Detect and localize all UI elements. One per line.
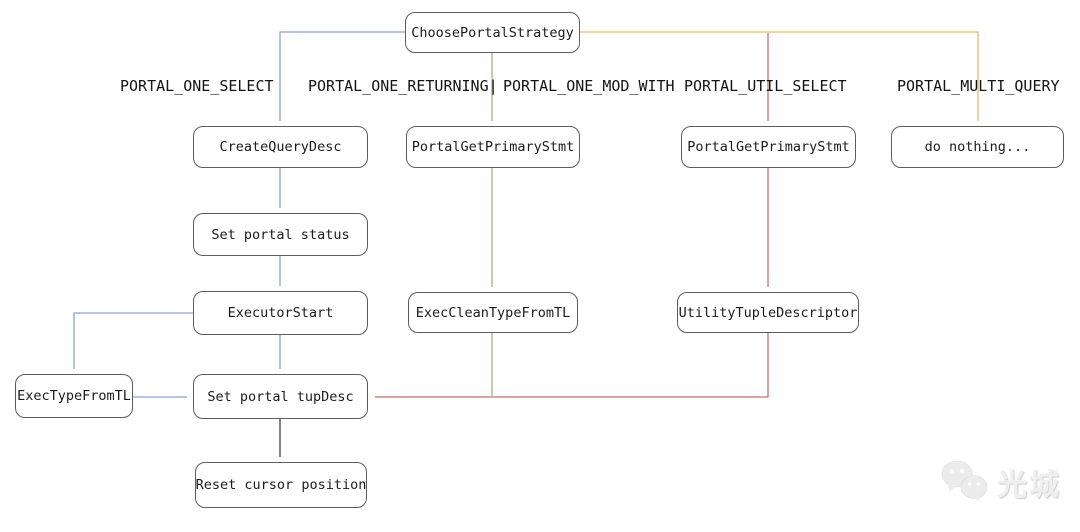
edge-utilitytupledescriptor-to-setportaltupdesc: [375, 333, 769, 398]
node-exec-clean-type-from-tl: ExecCleanTypeFromTL: [408, 292, 578, 333]
branch-label-portal-one-returning: PORTAL_ONE_RETURNING|: [308, 77, 498, 95]
branch-label-portal-util-select: PORTAL_UTIL_SELECT: [684, 77, 847, 95]
node-do-nothing: do nothing...: [891, 126, 1064, 168]
watermark-text: 光城: [997, 468, 1061, 503]
node-portal-get-primary-stmt-util: PortalGetPrimaryStmt: [681, 126, 856, 168]
node-portal-get-primary-stmt-returning: PortalGetPrimaryStmt: [406, 126, 580, 168]
node-exec-type-from-tl: ExecTypeFromTL: [15, 374, 133, 418]
node-set-portal-status: Set portal status: [193, 213, 368, 256]
branch-label-portal-one-select: PORTAL_ONE_SELECT: [120, 77, 274, 95]
branch-label-portal-one-mod-with: PORTAL_ONE_MOD_WITH: [503, 77, 675, 95]
node-choose-portal-strategy: ChoosePortalStrategy: [405, 12, 580, 53]
branch-label-portal-multi-query: PORTAL_MULTI_QUERY: [897, 77, 1060, 95]
edge-choose-to-createquerydesc: [279, 31, 405, 121]
node-executor-start: ExecutorStart: [193, 291, 368, 335]
node-reset-cursor-position: Reset cursor position: [195, 462, 367, 508]
edge-choose-to-donothing: [580, 31, 979, 121]
node-utility-tuple-descriptor: UtilityTupleDescriptor: [677, 292, 859, 333]
node-set-portal-tup-desc: Set portal tupDesc: [193, 374, 368, 419]
watermark: 光城: [941, 459, 1061, 505]
edge-executorstart-to-exectypefromtl: [73, 312, 193, 369]
wechat-icon: [941, 460, 988, 503]
node-create-query-desc: CreateQueryDesc: [193, 126, 368, 168]
